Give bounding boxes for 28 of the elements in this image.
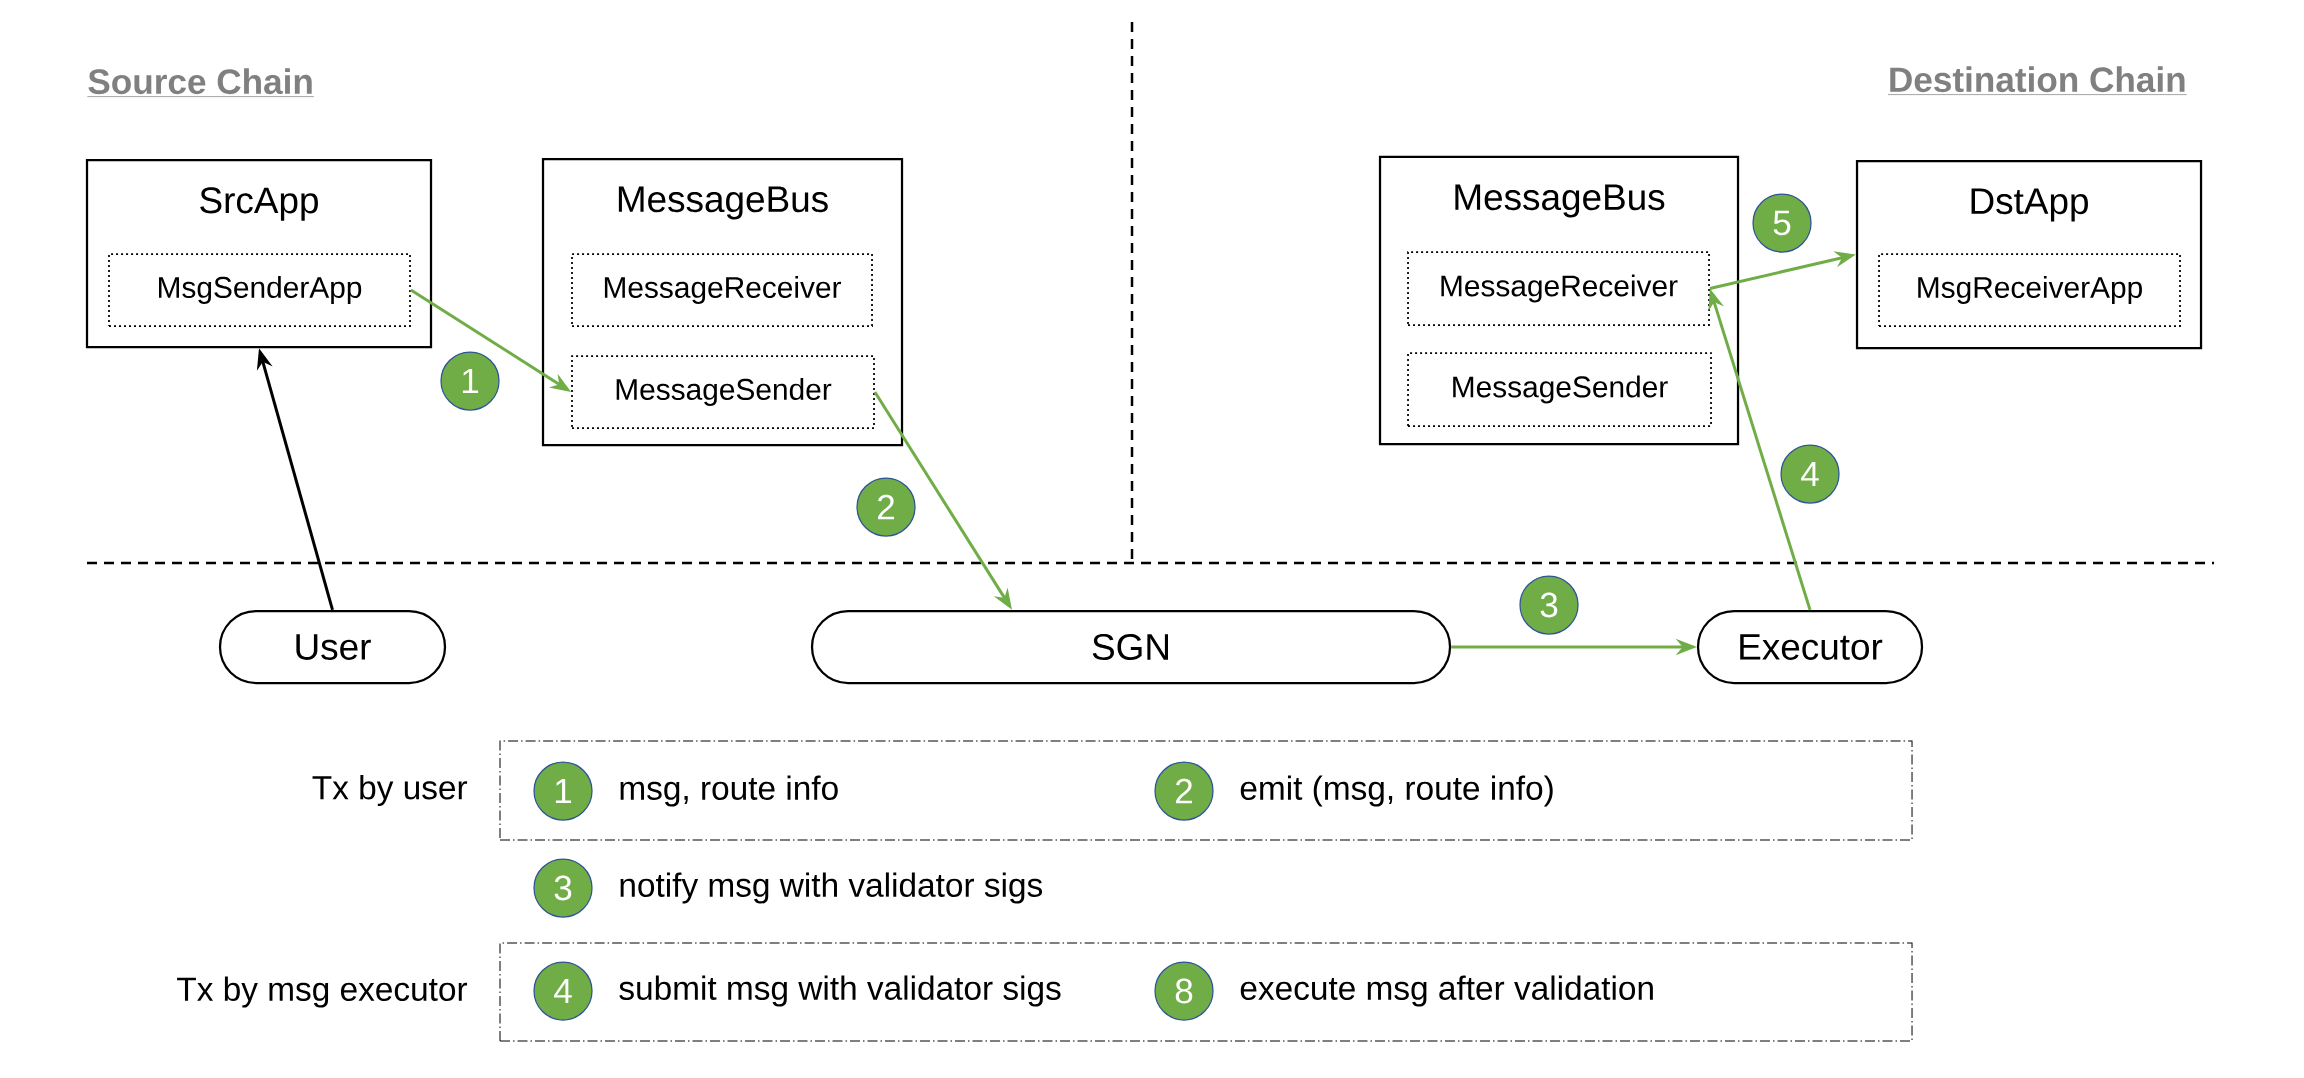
step-number: 3	[1519, 575, 1579, 635]
chain-heading: Destination Chain	[1887, 66, 2187, 95]
step-number: 8	[1154, 961, 1214, 1021]
step-number: 5	[1752, 193, 1812, 253]
step-description: msg, route info	[620, 775, 838, 807]
step-number: 1	[533, 761, 593, 821]
step-description: execute msg after validation	[1240, 975, 1653, 1007]
step-number: 4	[1780, 444, 1840, 504]
module-box: MsgSenderApp	[108, 253, 411, 327]
step-description: submit msg with validator sigs	[619, 975, 1061, 1007]
rounded-box: SGN	[810, 609, 1452, 685]
step-number: 1	[440, 351, 500, 411]
module-box: MsgReceiverApp	[1878, 253, 2181, 327]
module-box: MessageReceiver	[571, 253, 873, 327]
step-description: emit (msg, route info)	[1240, 775, 1553, 807]
module-box: MessageSender	[571, 355, 875, 429]
step-number: 4	[533, 961, 593, 1021]
rounded-box: Executor	[1696, 609, 1924, 685]
chain-heading: Source Chain	[87, 68, 315, 97]
module-box: MessageSender	[1407, 352, 1712, 427]
step-description: notify msg with validator sigs	[620, 872, 1043, 904]
step-number: 2	[1154, 761, 1214, 821]
step-number: 2	[856, 477, 916, 537]
group-title: Tx by msg executor	[177, 976, 468, 1008]
group-title: Tx by user	[312, 774, 468, 807]
rounded-box: User	[218, 609, 447, 685]
module-box: MessageReceiver	[1407, 251, 1710, 326]
step-number: 3	[533, 858, 593, 918]
